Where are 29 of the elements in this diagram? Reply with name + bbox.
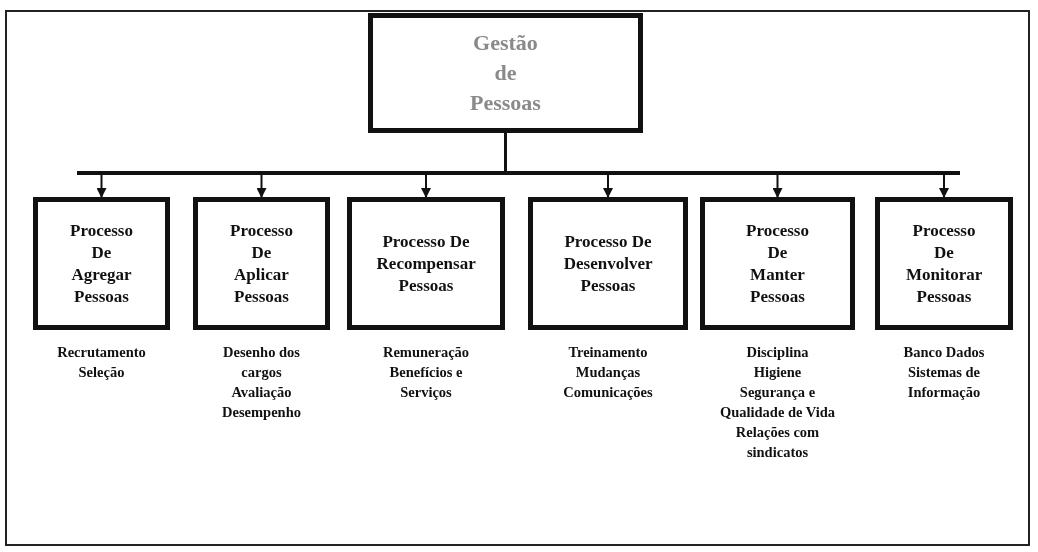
activity-text: Avaliação Desempenho xyxy=(221,383,302,422)
activity-text: Sistemas de Informação xyxy=(906,363,982,402)
box-label: Processo De Aplicar Pessoas xyxy=(230,219,293,308)
process-box xyxy=(875,197,1013,330)
process-box xyxy=(347,197,505,330)
box-label: Processo De Monitorar Pessoas xyxy=(905,219,983,308)
box-label: Gestão de Pessoas xyxy=(470,29,541,117)
activity-text: Mudanças xyxy=(574,363,642,382)
box-label: Processo De Agregar Pessoas xyxy=(70,219,133,308)
activity-text: Desenho dos cargos xyxy=(222,343,301,382)
process-box xyxy=(33,197,170,330)
activity-text: Treinamento xyxy=(567,343,649,362)
activity-text: Remuneração xyxy=(381,343,471,362)
activity-text: Banco Dados xyxy=(902,343,986,362)
process-box xyxy=(700,197,855,330)
activity-text: Comunicações xyxy=(562,383,654,402)
box-label: Processo De Desenvolver Pessoas xyxy=(563,230,653,297)
process-box xyxy=(193,197,330,330)
activity-text: Segurança e Qualidade de Vida xyxy=(718,383,837,422)
root-box xyxy=(368,13,643,133)
process-box xyxy=(528,197,688,330)
activity-text: Seleção xyxy=(77,363,126,382)
box-label: Processo De Recompensar Pessoas xyxy=(376,230,476,297)
activity-text: Relações com sindicatos xyxy=(734,423,821,462)
activity-text: Recrutamento xyxy=(56,343,147,362)
activity-text: Benefícios e Serviços xyxy=(388,363,464,402)
box-label: Processo De Manter Pessoas xyxy=(746,219,809,308)
activity-text: Disciplina xyxy=(745,343,810,362)
activity-text: Higiene xyxy=(752,363,803,382)
